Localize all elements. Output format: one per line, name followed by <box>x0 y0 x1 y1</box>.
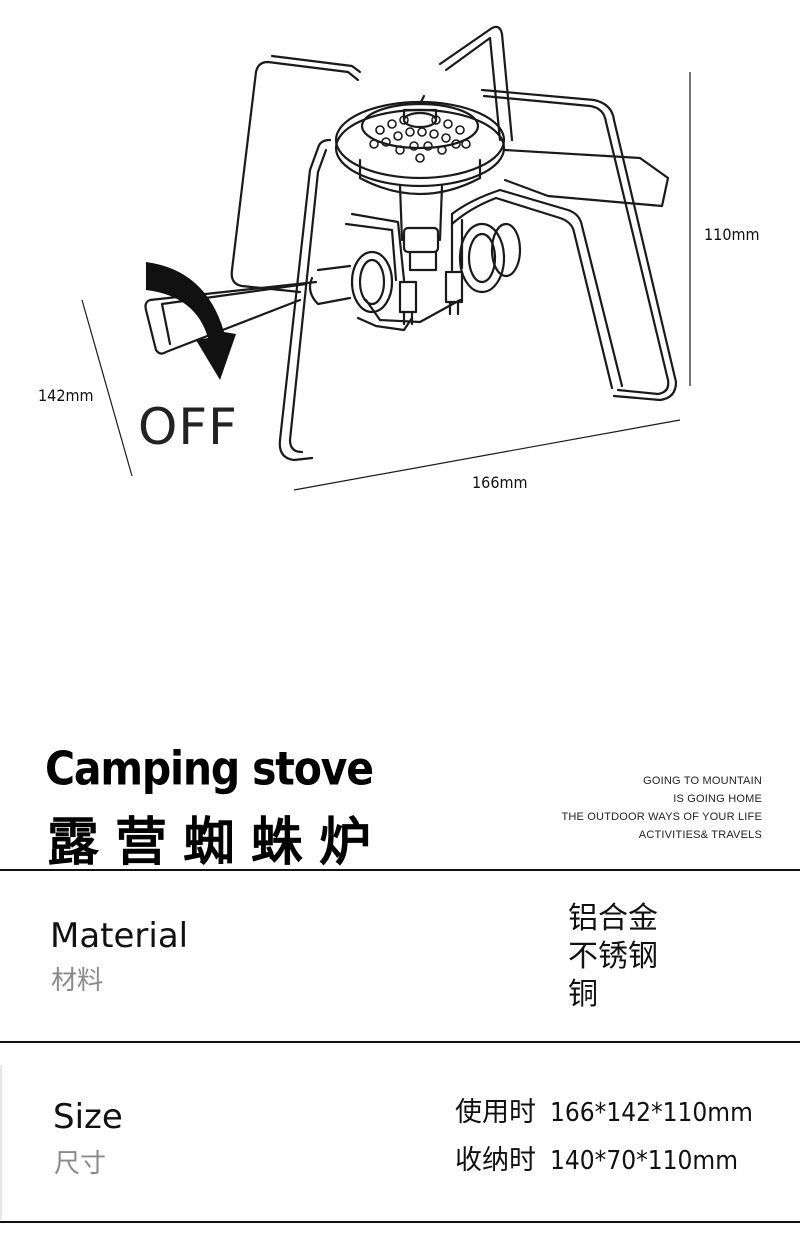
title-english: Camping stove <box>45 742 374 796</box>
slogan-line: GOING TO MOUNTAIN <box>643 775 762 787</box>
slogan-line: THE OUTDOOR WAYS OF YOUR LIFE <box>561 811 762 823</box>
title-chinese: 露营蜘蛛炉 <box>47 813 388 873</box>
size-row-in-use: 使用时 166*142*110mm <box>455 1090 753 1129</box>
size-label: Size <box>53 1097 123 1137</box>
material-values: 铝合金 不锈钢 铜 <box>568 900 658 1014</box>
size-label-cn: 尺寸 <box>54 1149 107 1179</box>
slogan-line: ACTIVITIES& TRAVELS <box>638 829 762 841</box>
slogan-line: IS GOING HOME <box>673 793 762 805</box>
off-label: OFF <box>138 398 238 456</box>
divider <box>0 869 800 871</box>
size-row-key: 使用时 <box>455 1097 536 1128</box>
stove-diagram: 110mm 142mm 166mm OFF <box>0 0 800 520</box>
height-dimension-label: 110mm <box>704 225 760 244</box>
divider <box>0 1221 800 1223</box>
width-dimension-label: 166mm <box>472 473 528 492</box>
material-value: 不锈钢 <box>568 939 658 974</box>
stove-line-drawing <box>81 25 691 491</box>
size-row-value: 140*70*110mm <box>550 1146 738 1176</box>
slogan: GOING TO MOUNTAIN IS GOING HOME THE OUTD… <box>561 772 762 844</box>
material-value: 铝合金 <box>568 901 658 936</box>
divider <box>0 1041 800 1043</box>
size-row-value: 166*142*110mm <box>550 1098 753 1128</box>
size-row-key: 收纳时 <box>455 1145 536 1176</box>
material-value: 铜 <box>568 977 598 1012</box>
material-label-cn: 材料 <box>51 966 104 996</box>
size-row-folded: 收纳时 140*70*110mm <box>455 1138 738 1177</box>
left-edge-mark <box>0 1065 2 1220</box>
material-label: Material <box>50 916 189 956</box>
depth-dimension-label: 142mm <box>38 386 94 405</box>
